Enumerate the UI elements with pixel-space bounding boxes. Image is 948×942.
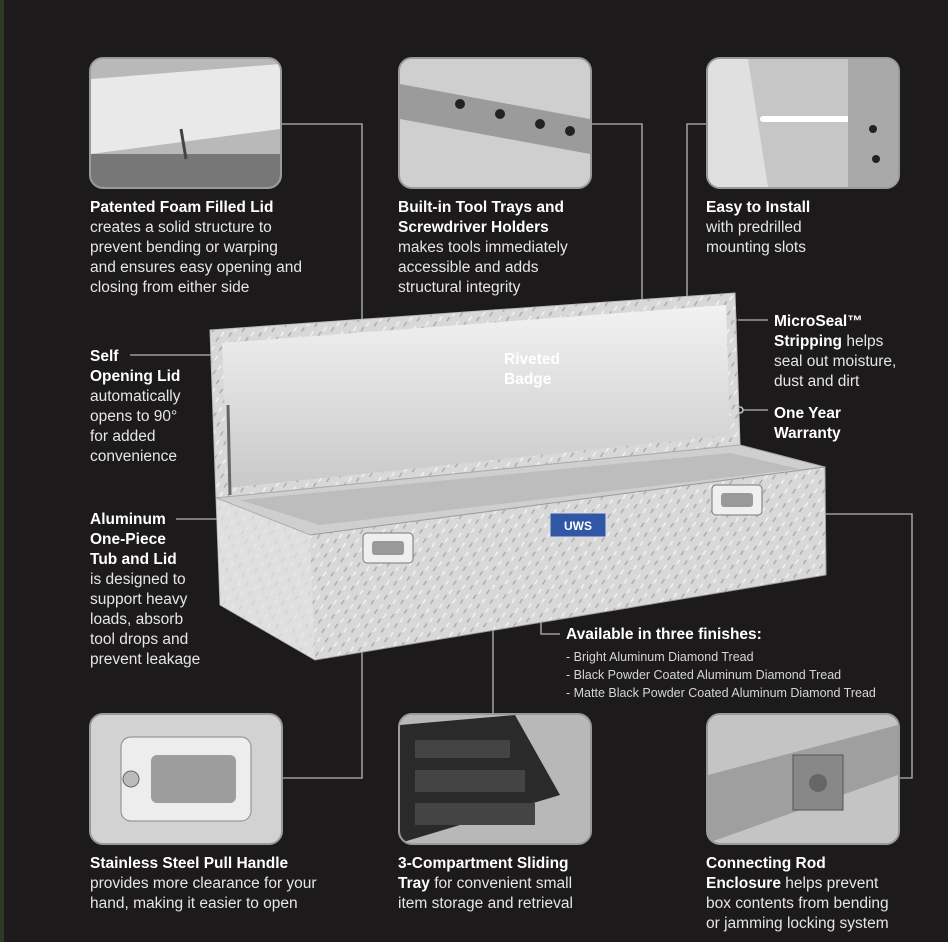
feature-text-line: structural integrity bbox=[398, 279, 521, 296]
callout-line: dust and dirt bbox=[774, 373, 860, 390]
feature-text-line: mounting slots bbox=[706, 239, 806, 256]
callout-title: Opening Lid bbox=[90, 368, 181, 385]
feature-text-line: helps prevent bbox=[780, 875, 879, 892]
callout-title: Badge bbox=[504, 371, 552, 388]
callout-line: support heavy bbox=[90, 591, 188, 608]
sliding-tray-thumbnail bbox=[398, 713, 592, 845]
left-edge-strip bbox=[0, 0, 4, 942]
callout-line: seal out moisture, bbox=[774, 353, 897, 370]
finish-item: - Matte Black Powder Coated Aluminum Dia… bbox=[566, 686, 876, 700]
feature-sliding-tray-title-inline: Tray bbox=[398, 875, 430, 892]
feature-pull-handle-title: Stainless Steel Pull Handle bbox=[90, 855, 289, 872]
callout-title: Stripping bbox=[774, 333, 843, 350]
feature-easy-install: Easy to Install with predrilled mounting… bbox=[706, 198, 906, 258]
callout-line: is designed to bbox=[90, 571, 186, 588]
feature-foam-lid-title: Patented Foam Filled Lid bbox=[90, 199, 274, 216]
feature-connecting-rod-title: Connecting Rod bbox=[706, 855, 826, 872]
callout-title: Self bbox=[90, 348, 119, 365]
callout-title: One Year bbox=[774, 405, 841, 422]
callout-title: Riveted bbox=[504, 351, 560, 368]
callout-microseal: MicroSeal™ Stripping helps seal out mois… bbox=[774, 312, 944, 392]
uws-badge bbox=[549, 512, 607, 538]
tool-trays-thumbnail bbox=[398, 57, 592, 189]
feature-easy-install-title: Easy to Install bbox=[706, 199, 811, 216]
feature-text-line: prevent bending or warping bbox=[90, 239, 278, 256]
callout-title: Warranty bbox=[774, 425, 841, 442]
feature-text-line: closing from either side bbox=[90, 279, 250, 296]
finishes-section: Available in three finishes: - Bright Al… bbox=[566, 626, 876, 702]
feature-text-line: for convenient small bbox=[429, 875, 573, 892]
callout-line: opens to 90° bbox=[90, 408, 178, 425]
callout-title: MicroSeal™ bbox=[774, 313, 863, 330]
callout-line: automatically bbox=[90, 388, 181, 405]
feature-text-line: or jamming locking system bbox=[706, 915, 889, 932]
callout-line: helps bbox=[842, 333, 884, 350]
connecting-rod-thumbnail bbox=[706, 713, 900, 845]
callout-warranty: One Year Warranty bbox=[774, 404, 924, 444]
feature-tool-trays: Built-in Tool Trays and Screwdriver Hold… bbox=[398, 198, 638, 298]
callout-line: prevent leakage bbox=[90, 651, 201, 668]
uws-badge-text: UWS bbox=[564, 519, 592, 533]
callout-line: tool drops and bbox=[90, 631, 189, 648]
foam-lid-thumbnail bbox=[89, 57, 282, 189]
feature-text-line: creates a solid structure to bbox=[90, 219, 272, 236]
callout-title: Aluminum bbox=[90, 511, 166, 528]
finishes-title: Available in three finishes: bbox=[566, 626, 762, 643]
callout-line: loads, absorb bbox=[90, 611, 184, 628]
feature-text-line: item storage and retrieval bbox=[398, 895, 573, 912]
feature-sliding-tray: 3-Compartment Sliding Tray for convenien… bbox=[398, 854, 618, 914]
feature-tool-trays-title-2: Screwdriver Holders bbox=[398, 219, 549, 236]
callout-self-opening-lid: Self Opening Lid automatically opens to … bbox=[90, 347, 210, 467]
feature-tool-trays-title-1: Built-in Tool Trays and bbox=[398, 199, 564, 216]
callout-aluminum-tub: Aluminum One-Piece Tub and Lid is design… bbox=[90, 510, 215, 670]
feature-text-line: and ensures easy opening and bbox=[90, 259, 302, 276]
feature-pull-handle: Stainless Steel Pull Handle provides mor… bbox=[90, 854, 360, 914]
feature-text-line: box contents from bending bbox=[706, 895, 889, 912]
toolbox-illustration: UWS bbox=[209, 292, 827, 661]
callout-line: for added bbox=[90, 428, 156, 445]
feature-connecting-rod: Connecting Rod Enclosure helps prevent b… bbox=[706, 854, 926, 934]
pull-handle-thumbnail bbox=[89, 713, 283, 845]
feature-text-line: provides more clearance for your bbox=[90, 875, 317, 892]
finish-item: - Black Powder Coated Aluminum Diamond T… bbox=[566, 668, 842, 682]
feature-foam-lid: Patented Foam Filled Lid creates a solid… bbox=[90, 198, 350, 298]
callout-line: convenience bbox=[90, 448, 178, 465]
feature-text-line: accessible and adds bbox=[398, 259, 539, 276]
finish-item: - Bright Aluminum Diamond Tread bbox=[566, 650, 754, 664]
callout-title: One-Piece bbox=[90, 531, 166, 548]
callout-title: Tub and Lid bbox=[90, 551, 177, 568]
feature-text-line: with predrilled bbox=[706, 219, 802, 236]
feature-text-line: hand, making it easier to open bbox=[90, 895, 298, 912]
callout-riveted-badge: Riveted Badge bbox=[504, 350, 560, 390]
feature-text-line: makes tools immediately bbox=[398, 239, 568, 256]
install-slots-thumbnail bbox=[706, 57, 900, 189]
feature-sliding-tray-title: 3-Compartment Sliding bbox=[398, 855, 569, 872]
feature-connecting-rod-title-inline: Enclosure bbox=[706, 875, 781, 892]
